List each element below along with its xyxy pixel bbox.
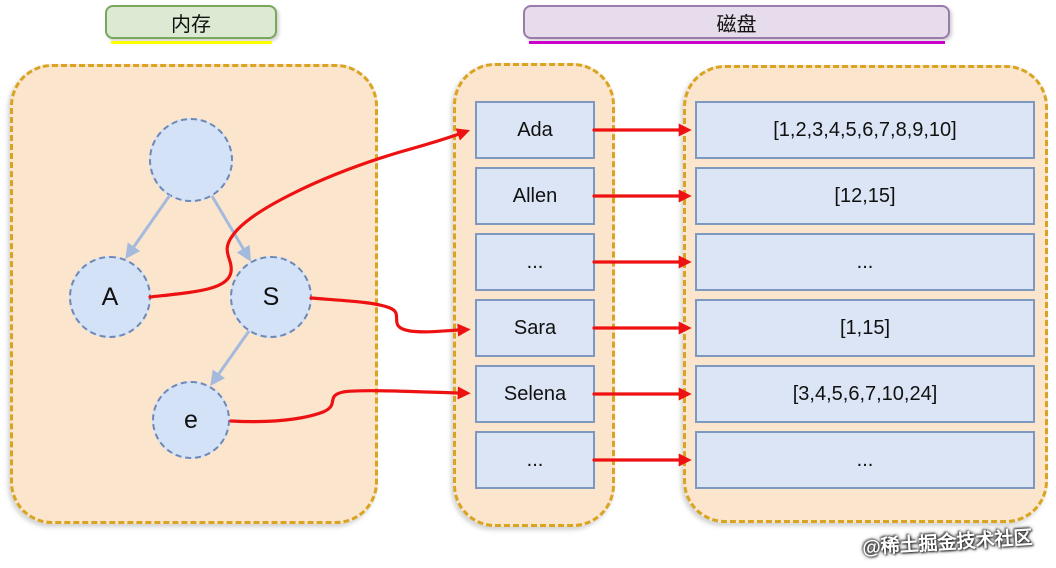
tree-node-e-label: e xyxy=(184,405,198,434)
posting-cell-sara: [1,15] xyxy=(695,299,1035,357)
tree-node-s-label: S xyxy=(262,282,280,311)
term-cell-ellipsis-2: ... xyxy=(475,431,595,489)
posting-cell-ada: [1,2,3,4,5,6,7,8,9,10] xyxy=(695,101,1035,159)
term-cell-selena: Selena xyxy=(475,365,595,423)
posting-cell-ellipsis-2: ... xyxy=(695,431,1035,489)
disk-label: 磁盘 xyxy=(523,5,950,39)
posting-cell-ellipsis-1: ... xyxy=(695,233,1035,291)
tree-node-s: S xyxy=(230,256,312,338)
tree-root-node xyxy=(149,118,233,202)
disk-label-text: 磁盘 xyxy=(716,13,757,36)
tree-node-a-label: A xyxy=(101,282,119,311)
term-cell-allen: Allen xyxy=(475,167,595,225)
posting-cell-selena: [3,4,5,6,7,10,24] xyxy=(695,365,1035,423)
memory-label: 内存 xyxy=(105,5,277,39)
tree-node-e: e xyxy=(152,381,230,459)
disk-underline xyxy=(529,41,945,44)
term-cell-ellipsis-1: ... xyxy=(475,233,595,291)
watermark: @稀土掘金技术社区 xyxy=(861,527,1034,559)
term-cell-ada: Ada xyxy=(475,101,595,159)
tree-node-a: A xyxy=(69,256,151,338)
memory-label-text: 内存 xyxy=(171,13,211,36)
term-cell-sara: Sara xyxy=(475,299,595,357)
posting-cell-allen: [12,15] xyxy=(695,167,1035,225)
memory-underline xyxy=(111,41,272,44)
